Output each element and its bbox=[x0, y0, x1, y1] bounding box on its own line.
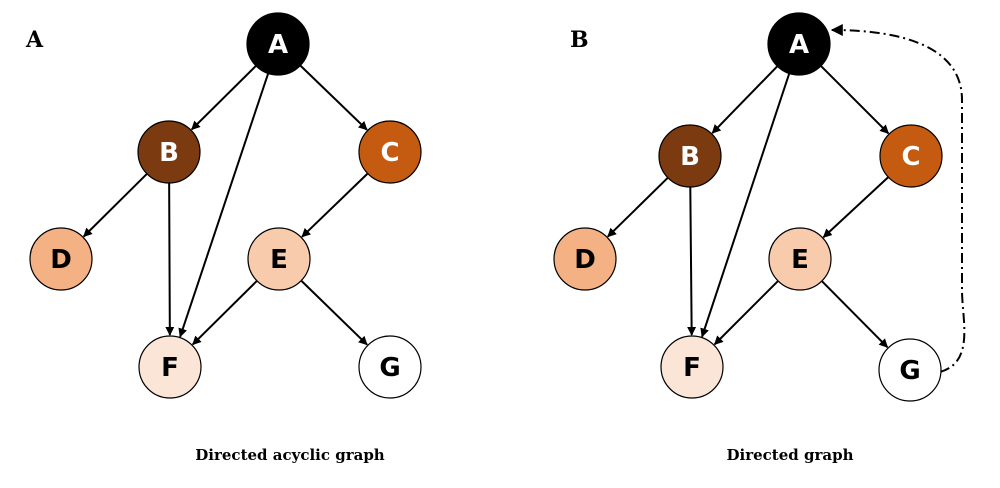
node-circle bbox=[658, 124, 722, 188]
node-circle bbox=[879, 124, 943, 188]
panel-b: B A B C D E F G Directed graph bbox=[553, 12, 966, 464]
node-label: F bbox=[683, 353, 701, 383]
node-e-a: E bbox=[247, 227, 311, 291]
edge-a-to-c-a bbox=[299, 64, 368, 131]
node-g-a: G bbox=[358, 335, 422, 399]
edge-a-to-c-b bbox=[820, 65, 890, 135]
edge-c-to-e-a bbox=[301, 172, 369, 238]
node-circle bbox=[247, 227, 311, 291]
node-e-b: E bbox=[768, 227, 832, 291]
edges-a bbox=[83, 64, 369, 346]
panel-letter-a: A bbox=[25, 27, 44, 53]
node-d-b: D bbox=[553, 227, 617, 291]
node-circle bbox=[660, 335, 724, 399]
panel-letter-b: B bbox=[570, 27, 589, 53]
node-f-b: F bbox=[660, 335, 724, 399]
node-b-b: B bbox=[658, 124, 722, 188]
node-label: E bbox=[270, 245, 288, 275]
node-circle bbox=[138, 335, 202, 399]
edge-a-to-f-a bbox=[178, 73, 270, 338]
node-a-a: A bbox=[246, 12, 310, 76]
node-label: G bbox=[899, 356, 920, 386]
edge-a-to-f-b bbox=[700, 73, 791, 338]
node-label: A bbox=[789, 30, 809, 60]
node-label: E bbox=[791, 245, 809, 275]
node-label: D bbox=[50, 245, 72, 275]
edge-b-to-d-a bbox=[83, 173, 148, 238]
node-c-a: C bbox=[358, 120, 422, 184]
node-c-b: C bbox=[879, 124, 943, 188]
panel-a: A A B C D E F G Directed acyclic graph bbox=[25, 12, 422, 464]
node-label: D bbox=[574, 245, 596, 275]
node-circle bbox=[358, 335, 422, 399]
node-circle bbox=[768, 227, 832, 291]
edge-e-to-f-a bbox=[192, 280, 258, 346]
node-label: C bbox=[380, 138, 399, 168]
node-label: B bbox=[159, 138, 179, 168]
edge-a-to-b-b bbox=[711, 65, 779, 134]
node-circle bbox=[767, 12, 831, 76]
node-label: B bbox=[680, 142, 700, 172]
caption-b: Directed graph bbox=[727, 446, 854, 464]
node-circle bbox=[553, 227, 617, 291]
node-d-a: D bbox=[29, 227, 93, 291]
node-a-b: A bbox=[767, 12, 831, 76]
edge-e-to-g-a bbox=[300, 279, 368, 346]
edge-b-to-f-a bbox=[165, 182, 175, 336]
node-f-a: F bbox=[138, 335, 202, 399]
nodes-b: A B C D E F G bbox=[553, 12, 943, 402]
edge-c-to-e-b bbox=[822, 176, 889, 238]
node-circle bbox=[878, 338, 942, 402]
node-label: G bbox=[379, 353, 400, 383]
node-circle bbox=[358, 120, 422, 184]
node-label: A bbox=[268, 30, 288, 60]
nodes-a: A B C D E F G bbox=[29, 12, 422, 399]
node-b-a: B bbox=[137, 120, 201, 184]
node-label: F bbox=[161, 353, 179, 383]
node-label: C bbox=[901, 142, 920, 172]
edges-b bbox=[607, 65, 890, 348]
edge-b-to-d-b bbox=[607, 176, 669, 238]
edge-g-to-a-cycle bbox=[830, 24, 966, 373]
edge-b-to-f-b bbox=[687, 186, 697, 336]
caption-a: Directed acyclic graph bbox=[195, 446, 385, 464]
node-circle bbox=[29, 227, 93, 291]
edge-e-to-f-b bbox=[713, 280, 779, 346]
node-circle bbox=[137, 120, 201, 184]
edge-e-to-g-b bbox=[821, 280, 889, 348]
edge-a-to-b-a bbox=[191, 65, 257, 131]
node-g-b: G bbox=[878, 338, 942, 402]
node-circle bbox=[246, 12, 310, 76]
